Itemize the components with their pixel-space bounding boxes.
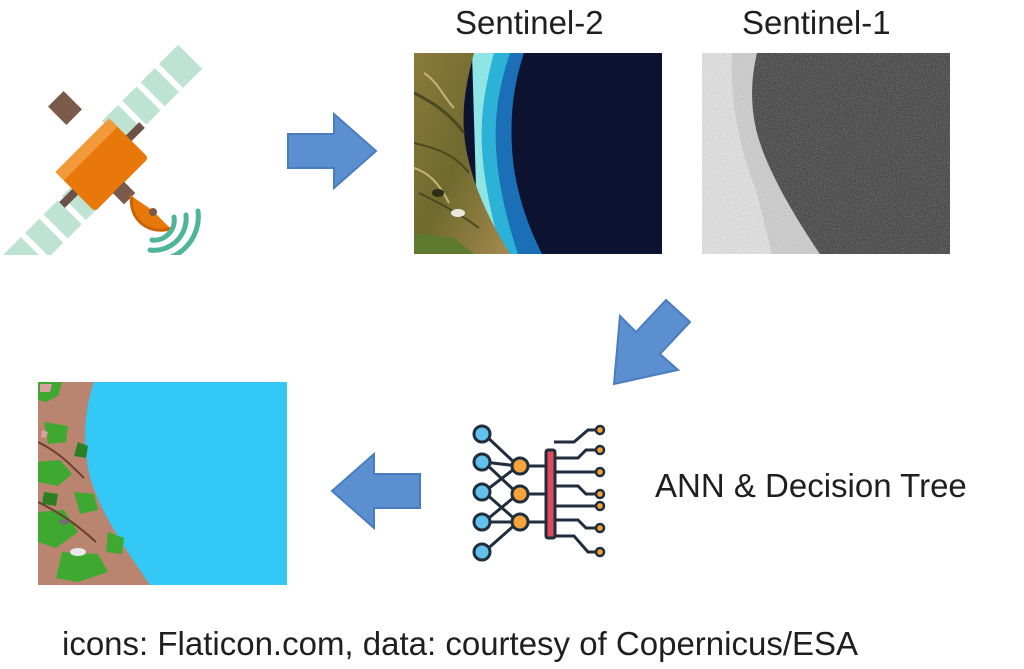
sentinel1-label: Sentinel-1 [742, 4, 891, 41]
credits-text: icons: Flaticon.com, data: courtesy of C… [62, 625, 859, 662]
satellite-icon [2, 45, 202, 255]
sentinel2-image [414, 53, 662, 254]
sentinel1-image [702, 53, 950, 254]
classified-map-image [38, 382, 287, 585]
sentinel2-label: Sentinel-2 [455, 4, 604, 41]
model-label: ANN & Decision Tree [655, 467, 967, 504]
arrow-right-icon [286, 112, 378, 190]
arrow-down-left-icon [608, 296, 692, 388]
neural-network-icon [468, 422, 610, 564]
arrow-left-icon [330, 452, 422, 530]
